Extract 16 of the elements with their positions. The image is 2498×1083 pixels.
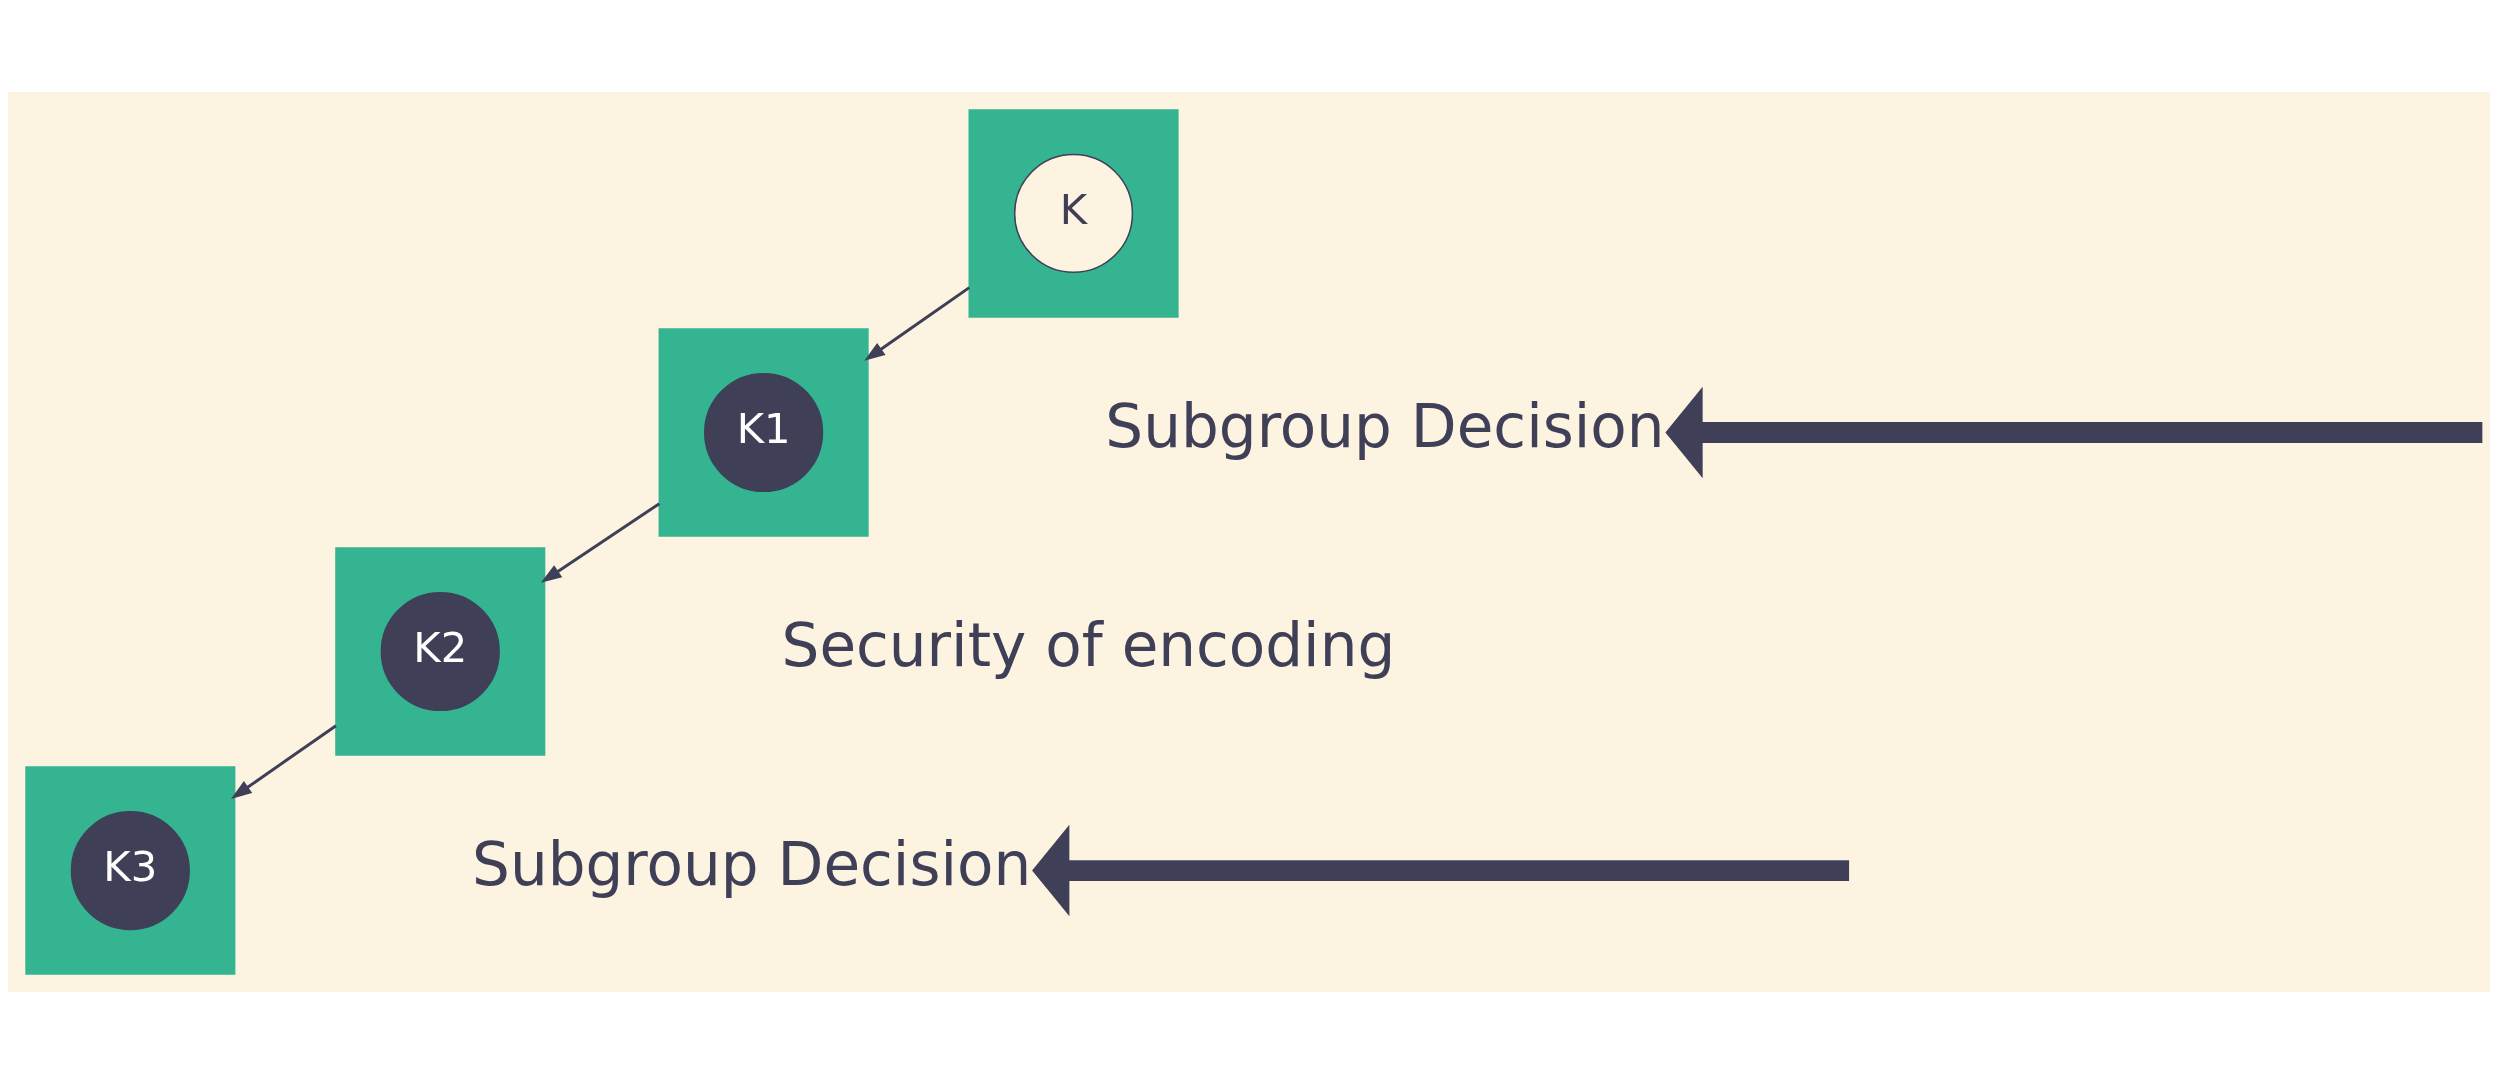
node-circle: K2 bbox=[380, 591, 500, 711]
node-circle: K3 bbox=[70, 810, 190, 930]
node-text: Security of encoding bbox=[781, 610, 1396, 680]
cluster bbox=[658, 327, 869, 537]
arrow bbox=[864, 285, 971, 361]
node-circle: K1 bbox=[704, 372, 824, 492]
cluster bbox=[335, 546, 546, 756]
arrow bbox=[1665, 386, 2483, 478]
arrow bbox=[1032, 824, 1850, 916]
arrow bbox=[540, 501, 661, 583]
node-circle: K bbox=[1013, 153, 1134, 273]
node-text: Subgroup Decision bbox=[472, 829, 1032, 899]
cluster bbox=[968, 108, 1179, 318]
node-text: Subgroup Decision bbox=[1105, 391, 1665, 461]
arrow bbox=[230, 724, 337, 799]
cluster bbox=[25, 765, 236, 975]
